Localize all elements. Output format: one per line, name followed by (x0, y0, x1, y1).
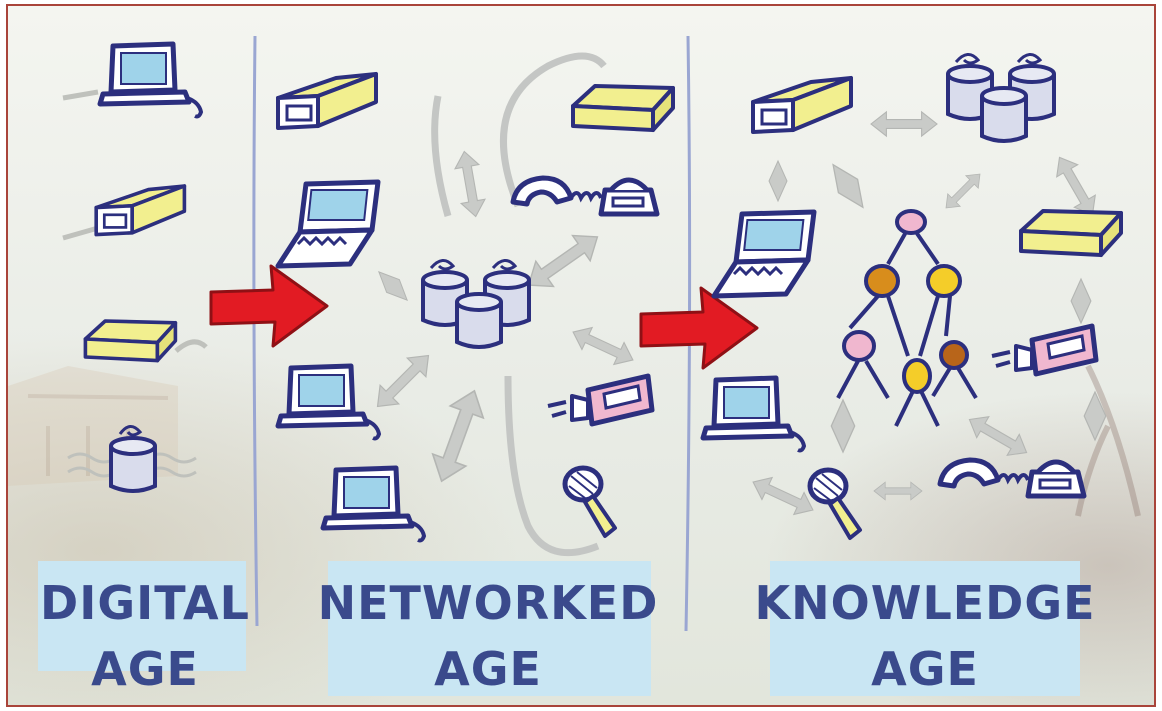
progression-arrow-icon (639, 286, 759, 370)
person-icon (864, 264, 900, 298)
person-icon (926, 264, 962, 298)
computer-icon (703, 378, 804, 451)
networked-age-label-bg (328, 561, 651, 696)
people-network (836, 209, 978, 427)
person-icon (902, 358, 932, 394)
box-icon (83, 319, 178, 363)
laptop-icon (714, 212, 814, 296)
database-icon (948, 54, 1054, 141)
scanner-icon (276, 72, 378, 130)
videocamera-icon (548, 376, 652, 424)
box-icon (1019, 209, 1123, 257)
phone-icon (513, 178, 657, 214)
scanner-icon (94, 184, 187, 237)
progression-arrow-icon (209, 264, 329, 348)
knowledge-age-label-bg (770, 561, 1080, 696)
computer-icon (323, 468, 424, 541)
networked-age-section (276, 52, 675, 557)
networked-age-title: NETWORKED (317, 576, 659, 630)
laptop-icon (278, 182, 378, 266)
database-icon (423, 260, 529, 347)
videocamera-icon (992, 326, 1096, 374)
knowledge-age-title: KNOWLEDGE (754, 576, 1096, 630)
knowledge-age-section (703, 54, 1123, 538)
knowledge-age-subtitle: AGE (871, 642, 979, 696)
person-icon (895, 209, 927, 235)
microphone-icon (565, 468, 615, 536)
networked-age-subtitle: AGE (434, 642, 542, 696)
database-icon (109, 436, 157, 493)
digital-age-title: DIGITAL (40, 576, 250, 630)
phone-icon (940, 460, 1084, 496)
person-icon (842, 330, 876, 362)
digital-age-label-bg (38, 561, 246, 671)
computer-icon (278, 366, 379, 439)
diagram-frame: DIGITAL AGE NETWORKED AGE KNOWLEDGE AGE (6, 4, 1156, 707)
scanner-icon (751, 76, 853, 134)
box-icon (571, 84, 675, 132)
digital-age-subtitle: AGE (91, 642, 199, 696)
computer-icon (100, 44, 201, 117)
stage-divider-1 (252, 35, 259, 627)
microphone-icon (810, 470, 860, 538)
digital-age-section (62, 44, 208, 493)
person-icon (939, 340, 969, 370)
diagram-canvas (8, 35, 1141, 632)
